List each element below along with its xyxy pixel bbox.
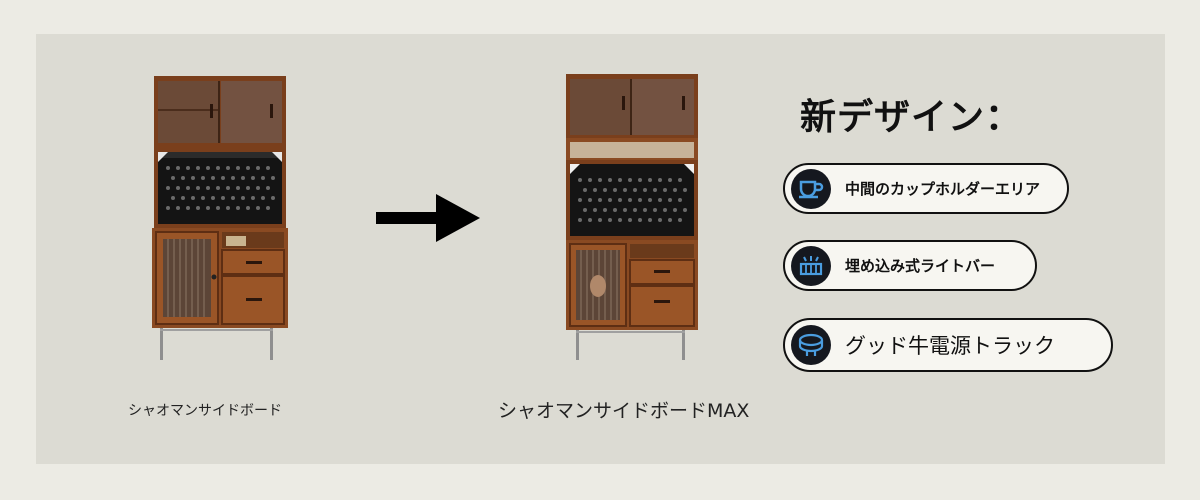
arrow-right-icon <box>376 194 480 242</box>
sideboard-max-image <box>566 74 698 360</box>
feature-label: 埋め込み式ライトバー <box>845 257 996 275</box>
feature-label: 中間のカップホルダーエリア <box>845 180 1041 198</box>
feature-item-light-bar: 埋め込み式ライトバー <box>783 240 1037 291</box>
feature-item-cup-holder: 中間のカップホルダーエリア <box>783 163 1069 214</box>
product-caption-right: シャオマンサイドボードMAX <box>498 400 750 422</box>
feature-item-power-track: グッド牛電源トラック <box>783 318 1113 372</box>
product-caption-left: シャオマンサイドボード <box>128 403 282 419</box>
light-bar-icon <box>791 245 831 286</box>
features-heading: 新デザイン： <box>800 97 1023 138</box>
sideboard-image <box>152 76 288 360</box>
power-track-icon <box>791 325 831 365</box>
coffee-cup-icon <box>791 168 831 209</box>
feature-label: グッド牛電源トラック <box>845 334 1055 358</box>
